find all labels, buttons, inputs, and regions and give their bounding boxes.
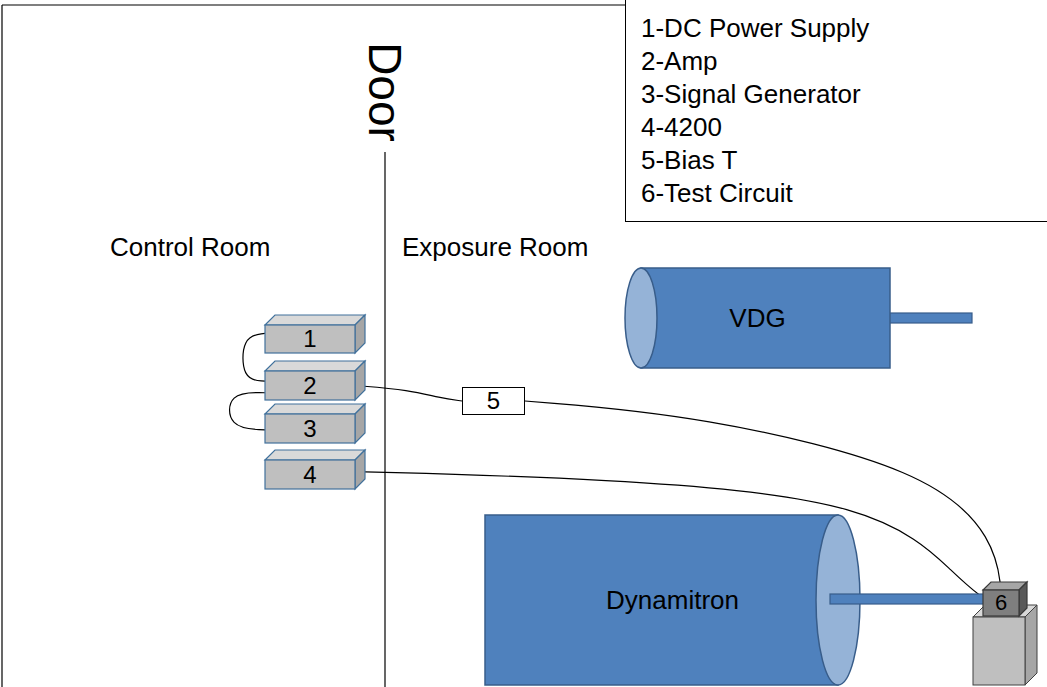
door-label: Door [358,42,412,142]
equipment-box: 4 [265,460,355,489]
room-label: Control Room [110,232,270,263]
callout-number: 6 [995,592,1007,614]
wall-line [2,4,625,5]
key-entry: 6-Test Circuit [641,177,1041,210]
room-label: Exposure Room [402,232,588,263]
accelerator-cylinder: Dynamitron [485,515,860,685]
cable [230,393,265,430]
cable [355,386,462,402]
callout-number: 3 [303,417,316,441]
wall-line [1,5,2,687]
machine-name: VDG [729,305,785,331]
test-circuit-box: 6 [983,590,1019,616]
door-line [384,152,385,687]
machine-name: Dynamitron [606,587,739,613]
callout-number: 2 [303,374,316,398]
accelerator-cylinder: VDG [625,268,890,368]
key-entry: 2-Amp [641,45,1041,78]
key-entry: 5-Bias T [641,144,1041,177]
equipment-box: 3 [265,414,355,443]
callout-number: 4 [303,463,316,487]
key-entry: 1-DC Power Supply [641,12,1041,45]
key-entry: 3-Signal Generator [641,78,1041,111]
stand-box [973,605,1037,685]
key-box: 1-DC Power Supply2-Amp3-Signal Generator… [625,0,1047,222]
cable [243,333,265,381]
equipment-box: 2 [265,371,355,400]
bias-tee-box: 5 [462,387,525,415]
callout-number: 5 [487,389,500,413]
equipment-box: 1 [265,325,355,353]
key-entry: 4-4200 [641,111,1041,144]
callout-number: 1 [303,327,316,351]
